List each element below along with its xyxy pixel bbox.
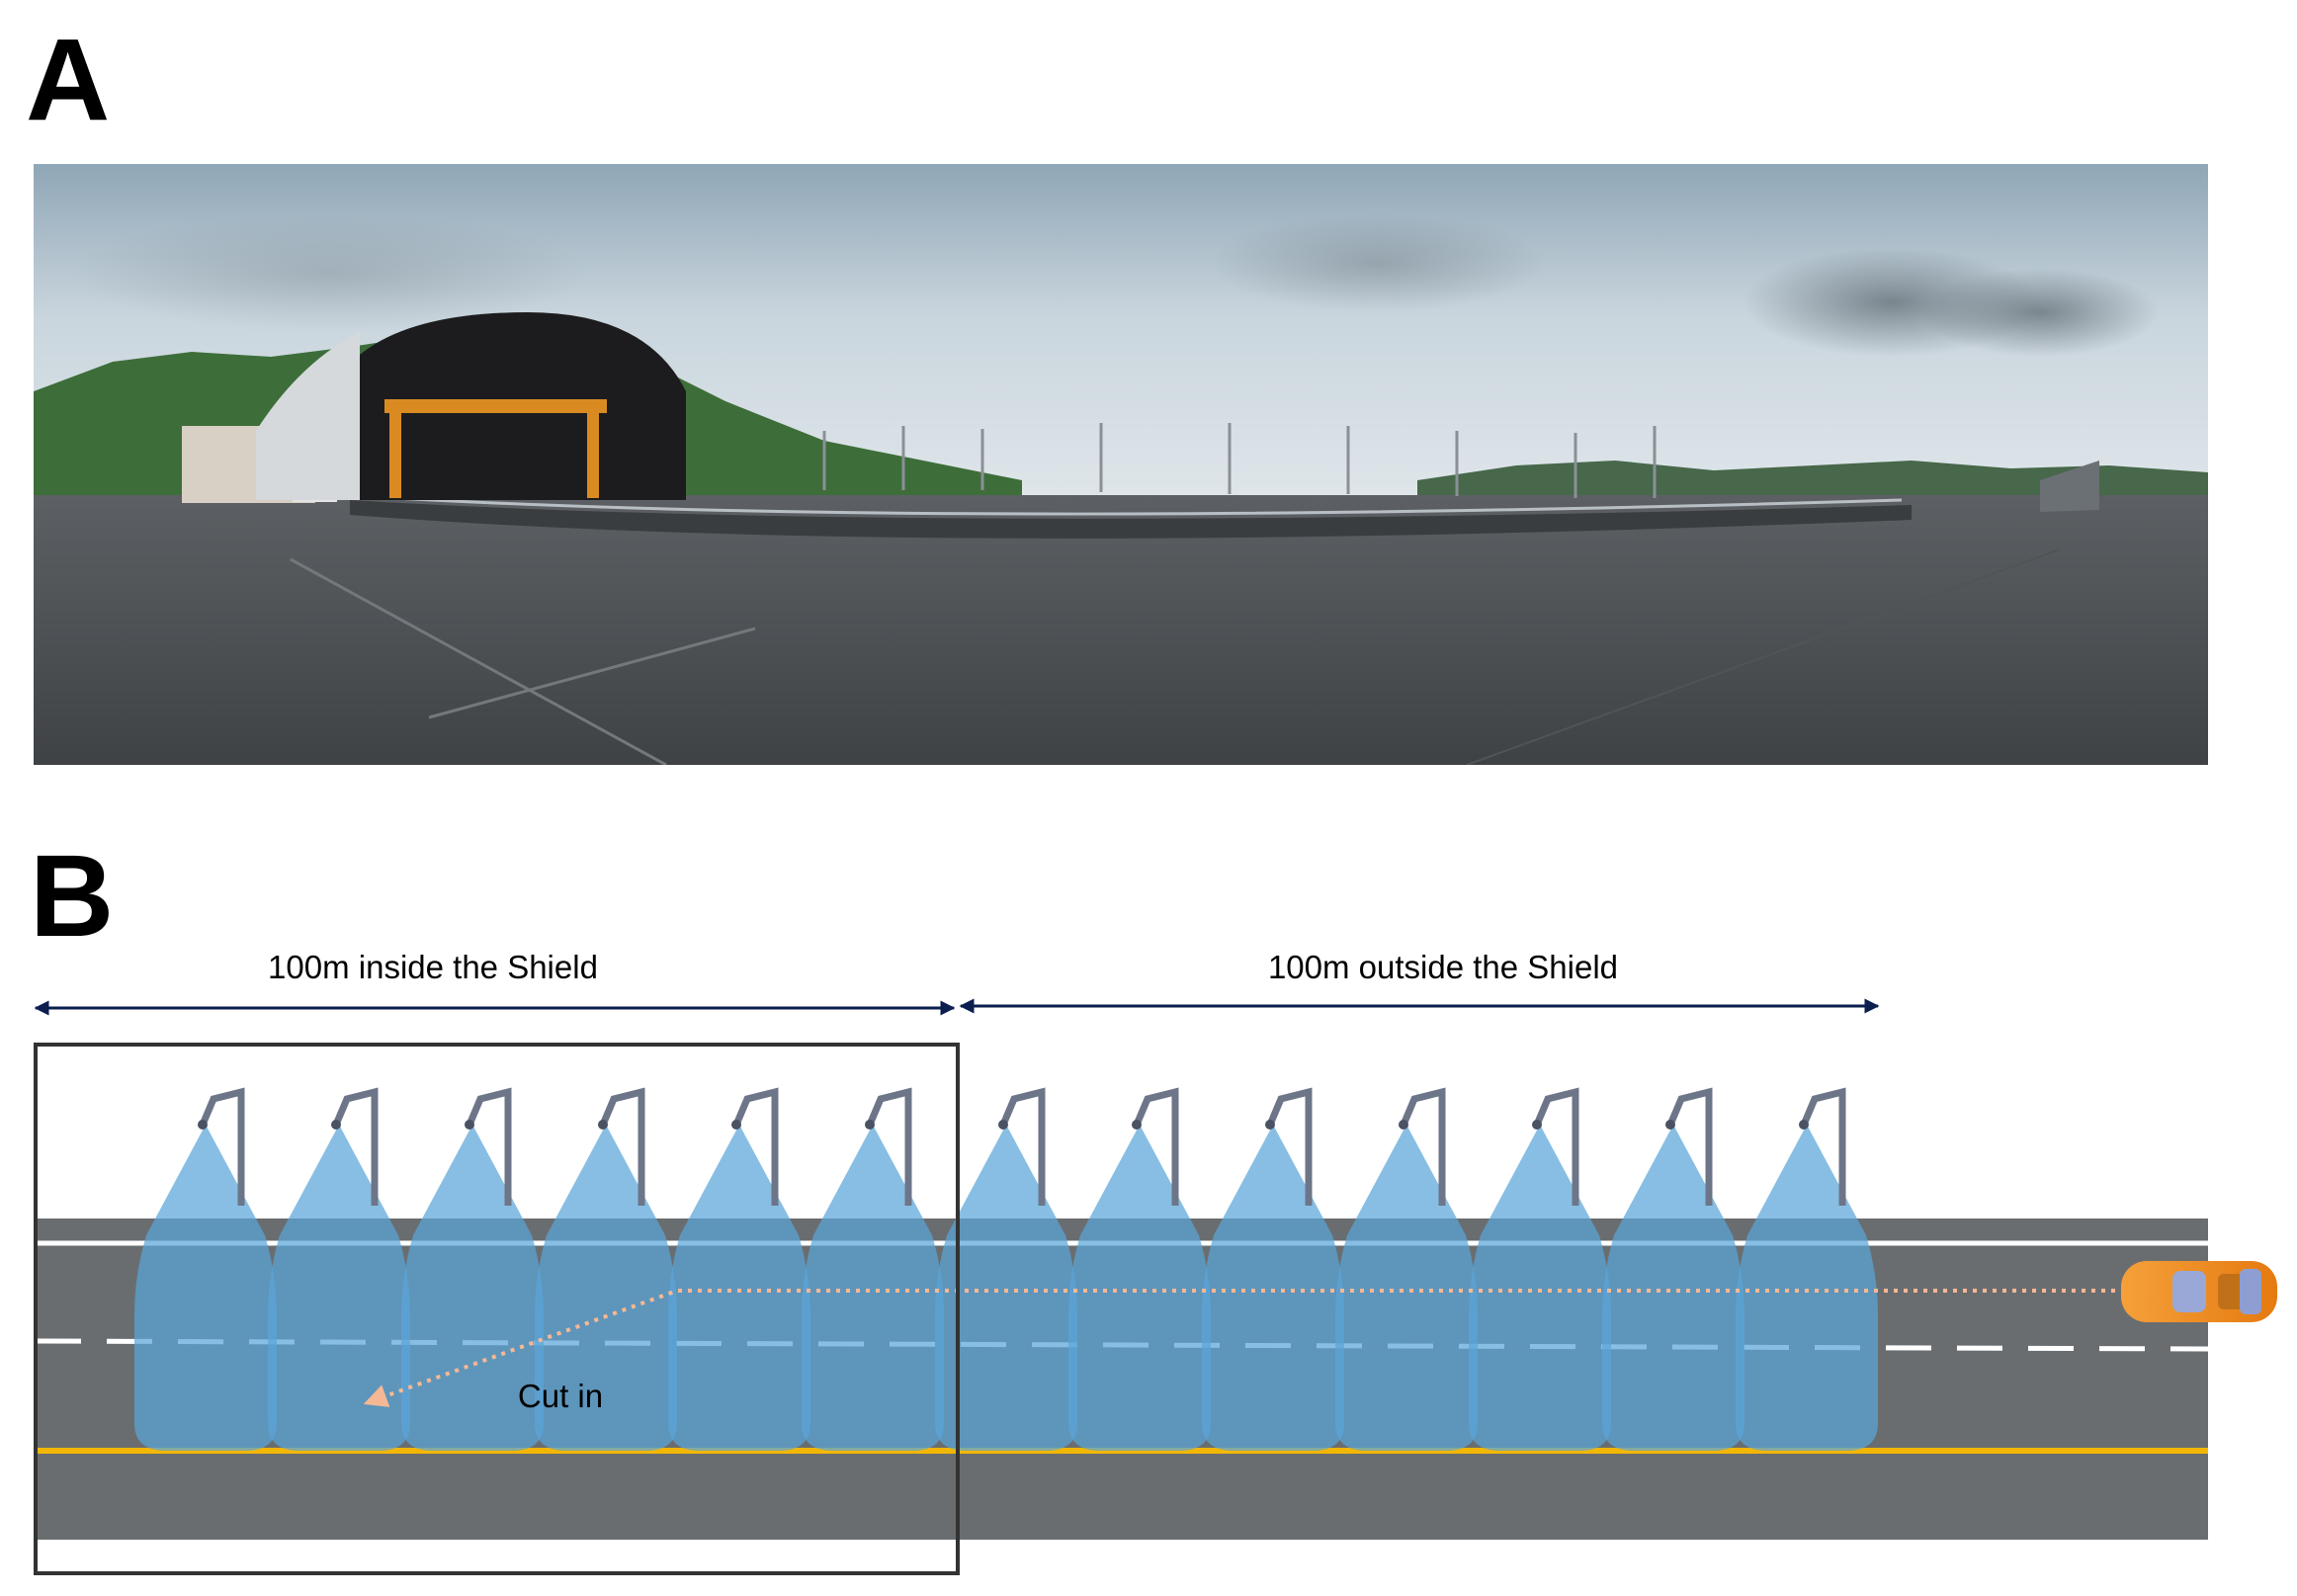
sprinkler-head xyxy=(1132,1120,1142,1130)
shield-outline xyxy=(34,1043,960,1575)
sprinkler-pole xyxy=(1800,1087,1846,1206)
inside-shield-label: 100m inside the Shield xyxy=(268,949,598,985)
asphalt-ground xyxy=(34,495,2208,765)
water-spray xyxy=(268,1125,410,1451)
track-barrier xyxy=(350,500,1912,539)
sprinkler-head xyxy=(998,1120,1008,1130)
cut-in-label: Cut in xyxy=(518,1378,603,1414)
sprinkler-row xyxy=(134,1087,1878,1451)
pavement-seam xyxy=(428,627,756,719)
water-spray xyxy=(134,1125,277,1451)
sprinkler-pole xyxy=(866,1087,912,1206)
water-spray xyxy=(535,1125,677,1451)
sprinkler-head xyxy=(331,1120,341,1130)
sprinkler-pole xyxy=(1400,1087,1446,1206)
sprinkler-head xyxy=(731,1120,741,1130)
sprinkler-head xyxy=(865,1120,875,1130)
gantry-leg xyxy=(389,399,401,498)
sprinkler-head xyxy=(598,1120,608,1130)
sprinkler-pole xyxy=(999,1087,1046,1206)
water-spray xyxy=(1736,1125,1878,1451)
water-spray xyxy=(1068,1125,1211,1451)
pavement-seam xyxy=(1466,548,2061,765)
panel-label-a: A xyxy=(26,15,111,145)
cloud xyxy=(73,213,587,332)
water-spray xyxy=(401,1125,544,1451)
sprinkler-head xyxy=(198,1120,208,1130)
arch-shelter-side xyxy=(256,332,360,500)
guardrail xyxy=(359,494,1903,516)
sprinkler-pole xyxy=(1666,1087,1713,1206)
sprinkler-pole xyxy=(466,1087,512,1206)
distant-mountains xyxy=(1417,461,2208,505)
sprinkler-pole xyxy=(1133,1087,1179,1206)
sprinkler-head xyxy=(1532,1120,1542,1130)
cloud xyxy=(1921,268,2159,357)
sprinkler-head xyxy=(1399,1120,1408,1130)
facility-panorama-photo xyxy=(34,164,2208,765)
water-spray xyxy=(935,1125,1077,1451)
gantry-leg xyxy=(587,399,599,498)
sprinkler-pole xyxy=(1533,1087,1579,1206)
water-spray xyxy=(1335,1125,1478,1451)
sprinkler-pole xyxy=(199,1087,245,1206)
water-spray xyxy=(668,1125,810,1451)
sprinkler-pole xyxy=(332,1087,379,1206)
sprinkler-pole xyxy=(599,1087,645,1206)
pavement-seam xyxy=(290,557,667,765)
outside-shield-label: 100m outside the Shield xyxy=(1268,949,1618,985)
wall-panel xyxy=(2040,461,2099,512)
water-spray xyxy=(1469,1125,1611,1451)
sprinkler-head xyxy=(1265,1120,1275,1130)
panel-label-b: B xyxy=(30,831,115,962)
gantry-crane xyxy=(384,399,607,413)
test-vehicle xyxy=(2121,1261,2277,1322)
sprinkler-pole xyxy=(732,1087,779,1206)
sprinkler-pole xyxy=(1266,1087,1313,1206)
sprinkler-head xyxy=(465,1120,474,1130)
sprinkler-head xyxy=(1799,1120,1809,1130)
sprinkler-head xyxy=(1665,1120,1675,1130)
water-spray xyxy=(1202,1125,1344,1451)
cloud xyxy=(1210,213,1546,312)
water-spray xyxy=(802,1125,944,1451)
track-schematic: 100m inside the Shield 100m outside the … xyxy=(34,949,2277,1575)
water-spray xyxy=(1602,1125,1744,1451)
